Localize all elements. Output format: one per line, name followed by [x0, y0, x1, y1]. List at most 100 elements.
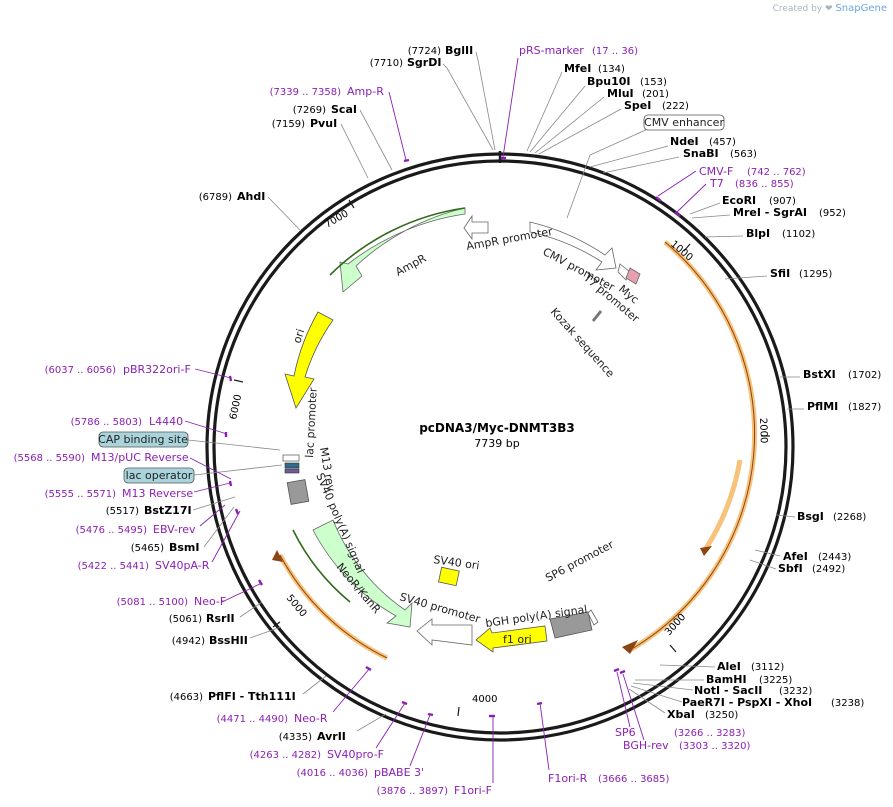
primer-label-f1ori-f[interactable]: (3876 .. 3897)F1ori-F	[377, 784, 492, 797]
enzyme-label-xbai[interactable]: XbaI(3250)	[667, 708, 738, 721]
leader-avrii	[356, 713, 387, 732]
enzyme-label-snabi[interactable]: SnaBI(563)	[683, 147, 757, 160]
svg-text:(4942): (4942)	[172, 636, 205, 647]
svg-text:NotI - SacII: NotI - SacII	[694, 684, 762, 697]
enzyme-label-spei[interactable]: SpeI(222)	[624, 99, 689, 112]
enzyme-label-bstz17i[interactable]: (5517)BstZ17I	[106, 504, 192, 517]
feature-f1-ori[interactable]	[475, 625, 548, 653]
boxed-cap-binding-site[interactable]: CAP binding site	[98, 431, 189, 448]
leader-m13puc	[189, 457, 232, 480]
svg-text:BstXI: BstXI	[803, 368, 836, 381]
enzyme-label-pvui[interactable]: (7159)PvuI	[272, 117, 337, 130]
feature-kozak[interactable]	[591, 310, 603, 322]
svg-text:(4663): (4663)	[170, 692, 203, 703]
enzyme-label-bamhi[interactable]: BamHI(3225)	[706, 673, 792, 686]
enzyme-label-pflfi[interactable]: (4663)PflFI - Tth111I	[170, 690, 296, 703]
enzyme-label-alei[interactable]: AleI(3112)	[717, 660, 784, 673]
primer-label-sv40pa-r[interactable]: (5422 .. 5441)SV40pA-R	[78, 559, 210, 572]
svg-text:(153): (153)	[640, 77, 667, 88]
svg-text:(5081 .. 5100): (5081 .. 5100)	[117, 597, 189, 608]
feature-ampr-inner	[329, 207, 466, 276]
tick-3000: 3000	[663, 612, 688, 653]
feature-label-ampr: AmpR	[393, 252, 428, 279]
feature-sp6-promoter[interactable]	[587, 609, 599, 626]
leader-ahdi	[267, 196, 301, 231]
svg-text:(4263 .. 4282): (4263 .. 4282)	[250, 750, 322, 761]
svg-text:F1ori-F: F1ori-F	[454, 784, 492, 797]
primer-label-f1ori-r[interactable]: F1ori-R(3666 .. 3685)	[548, 772, 670, 785]
enzyme-label-bstxi[interactable]: BstXI(1702)	[803, 368, 881, 381]
leader-pbabe	[409, 714, 431, 767]
enzyme-label-mrei[interactable]: MreI - SgrAI(952)	[733, 206, 846, 219]
svg-text:(5465): (5465)	[131, 543, 164, 554]
enzyme-label-ndei[interactable]: NdeI(457)	[670, 135, 736, 148]
feature-sv40-polya[interactable]	[286, 479, 310, 505]
leader-blpi	[704, 235, 744, 238]
plasmid-name: pcDNA3/Myc-DNMT3B3	[419, 421, 575, 435]
primer-label-m13puc[interactable]: (5568 .. 5590)M13/pUC Reverse	[14, 451, 189, 464]
primer-label-amp-r[interactable]: (7339 .. 7358)Amp-R	[270, 85, 385, 98]
primer-label-sp6[interactable]: SP6(3266 .. 3283)	[615, 726, 746, 739]
primer-label-m13-reverse[interactable]: (5555 .. 5571)M13 Reverse	[45, 487, 194, 500]
feature-myc[interactable]	[625, 267, 641, 285]
feature-ori[interactable]	[284, 311, 334, 409]
svg-text:T7: T7	[709, 177, 724, 190]
primer-label-bgh-rev[interactable]: BGH-rev(3303 .. 3320)	[623, 739, 751, 752]
svg-text:M13/pUC Reverse: M13/pUC Reverse	[91, 451, 189, 464]
primer-label-l4440[interactable]: (5786 .. 5803)L4440	[71, 415, 184, 428]
primer-label-sv40pro-f[interactable]: (4263 .. 4282)SV40pro-F	[250, 748, 384, 761]
primer-label-neo-f[interactable]: (5081 .. 5100)Neo-F	[117, 595, 227, 608]
enzyme-label-bsmi[interactable]: (5465)BsmI	[131, 541, 200, 554]
enzyme-label-pflmi[interactable]: PflMI(1827)	[807, 400, 881, 413]
primer-label-neo-r[interactable]: (4471 .. 4490)Neo-R	[217, 712, 328, 725]
enzyme-label-sfii[interactable]: SfiI(1295)	[770, 267, 832, 280]
svg-text:(952): (952)	[819, 208, 846, 219]
enzyme-label-scai[interactable]: (7269)ScaI	[293, 103, 357, 116]
feature-ampr[interactable]	[339, 207, 466, 293]
enzyme-label-ecori[interactable]: EcoRI(907)	[722, 194, 796, 207]
leader-pbr322	[194, 368, 232, 379]
feature-lac-promoter[interactable]	[282, 454, 300, 462]
primer-label-cmv-f[interactable]: CMV-F(742 .. 762)	[699, 165, 806, 178]
feature-ampr-promoter[interactable]	[463, 214, 489, 241]
enzyme-label-xhoi[interactable]: PaeR7I - PspXI - XhoI(3238)	[682, 696, 864, 709]
leader-bpu10i	[529, 85, 586, 153]
boxed-cmv-enhancer[interactable]: CMV enhancer	[643, 114, 724, 131]
primer-label-prs-marker[interactable]: pRS-marker(17 .. 36)	[519, 44, 638, 57]
svg-text:Bpu10I: Bpu10I	[587, 75, 631, 88]
primer-label-pbr322[interactable]: (6037 .. 6056)pBR322ori-F	[45, 363, 191, 376]
enzyme-label-avrii[interactable]: (4335)AvrII	[279, 730, 346, 743]
svg-text:(3250): (3250)	[705, 710, 738, 721]
primer-label-ebv-rev[interactable]: (5476 .. 5495)EBV-rev	[76, 523, 196, 536]
enzyme-label-bpu10i[interactable]: Bpu10I (153)	[587, 75, 667, 88]
feature-bgh-polya[interactable]	[549, 611, 593, 639]
feature-sv40-promoter[interactable]	[416, 618, 473, 646]
enzyme-label-mlui[interactable]: MluI(201)	[607, 87, 669, 100]
svg-text:SP6: SP6	[615, 726, 636, 739]
feature-cmv-promoter[interactable]	[529, 221, 617, 271]
svg-text:(5476 .. 5495): (5476 .. 5495)	[76, 525, 148, 536]
enzyme-label-noti[interactable]: NotI - SacII (3232)	[694, 684, 812, 697]
primer-label-t7[interactable]: T7(836 .. 855)	[709, 177, 794, 190]
enzyme-label-sgrdi[interactable]: (7710)SgrDI	[370, 56, 442, 69]
svg-text:(4335): (4335)	[279, 732, 312, 743]
boxed-lac-operator[interactable]: lac operator	[123, 467, 195, 484]
enzyme-label-sbfi[interactable]: SbfI(2492)	[778, 562, 845, 575]
svg-text:(3232): (3232)	[779, 686, 812, 697]
feature-m13-rev[interactable]	[284, 462, 300, 469]
enzyme-label-bglii[interactable]: (7724)BglII	[408, 44, 473, 57]
feature-sv40-ori[interactable]	[438, 566, 460, 587]
enzyme-label-blpi[interactable]: BlpI(1102)	[746, 227, 815, 240]
enzyme-label-bsshii[interactable]: (4942)BssHII	[172, 634, 248, 647]
enzyme-label-ahdi[interactable]: (6789)AhdI	[199, 190, 266, 203]
enzyme-label-rsrii[interactable]: (5061)RsrII	[169, 612, 235, 625]
svg-text:BstZ17I: BstZ17I	[144, 504, 192, 517]
enzyme-label-afei[interactable]: AfeI(2443)	[783, 550, 851, 563]
feature-neor-kanr[interactable]	[312, 519, 413, 628]
svg-text:SbfI: SbfI	[778, 562, 803, 575]
feature-label-ori: ori	[290, 327, 307, 345]
primer-label-pbabe[interactable]: (4016 .. 4036)pBABE 3'	[297, 766, 425, 779]
enzyme-label-bsgi[interactable]: BsgI(2268)	[797, 510, 866, 523]
enzyme-label-mfei[interactable]: MfeI(134)	[564, 62, 625, 75]
